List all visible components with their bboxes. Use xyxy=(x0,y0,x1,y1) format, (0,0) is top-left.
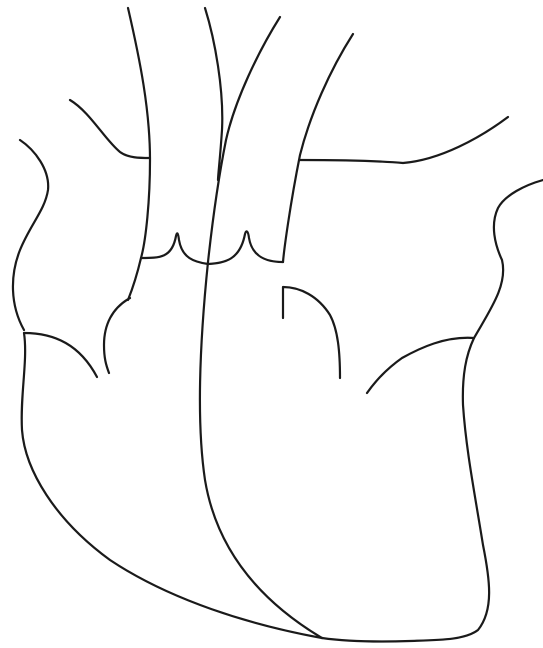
right-inner-curve xyxy=(367,338,474,393)
pulmonary-trunk-wall xyxy=(283,34,353,262)
interventricular-septum xyxy=(200,262,322,638)
aorta-right-wall xyxy=(208,17,280,262)
valve-cusps-left xyxy=(141,233,208,264)
right-atrium-outline xyxy=(474,180,543,338)
right-ventricle-wall xyxy=(322,338,489,642)
right-inner-lobe xyxy=(283,287,340,378)
left-inner-lobe xyxy=(104,298,130,373)
valve-cusps-right xyxy=(208,231,283,264)
left-ventricle-wall xyxy=(22,333,322,638)
left-atrium-outline xyxy=(13,140,48,330)
right-vessel-branch xyxy=(300,117,508,163)
left-vessel-branch xyxy=(70,100,150,158)
left-inner-curve xyxy=(24,333,97,377)
left-vessel-outer-wall xyxy=(128,8,150,300)
aorta-left-wall xyxy=(205,8,222,180)
